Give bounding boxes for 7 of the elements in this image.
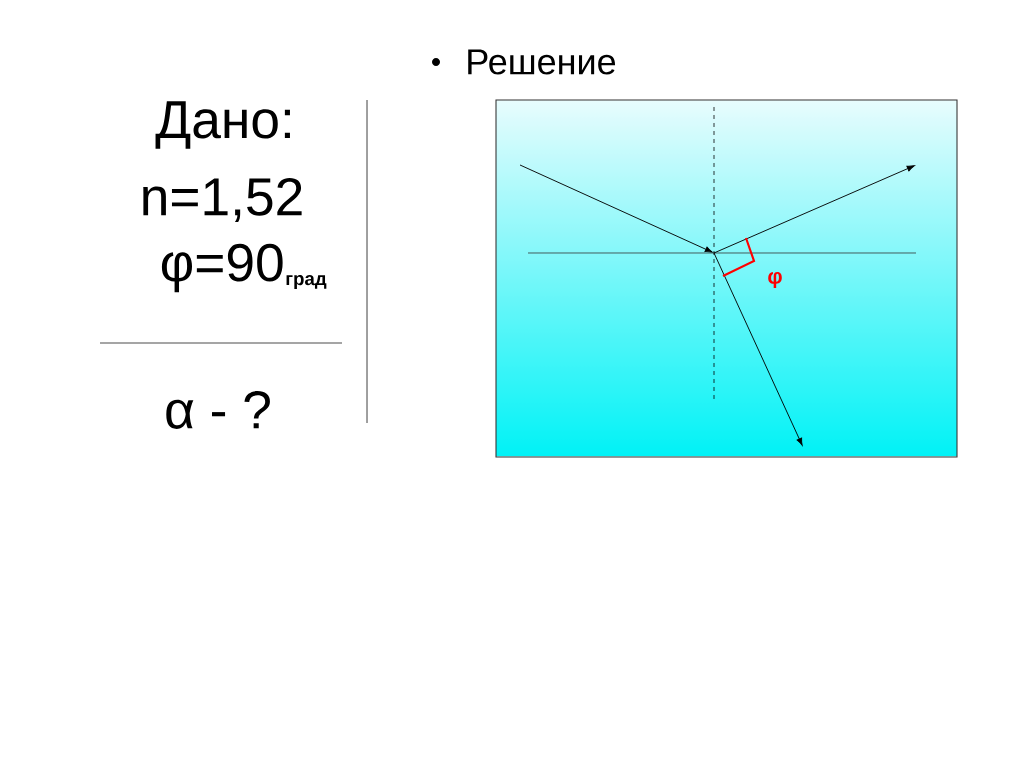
angle-label: φ xyxy=(768,272,782,288)
given-label: Дано: xyxy=(155,101,290,149)
heading: Решение xyxy=(468,49,616,75)
unit-label: град xyxy=(286,275,327,289)
given-value: φ=90 xyxy=(161,243,283,293)
given-value: n=1,52 xyxy=(143,177,302,222)
unknown-label: α - ? xyxy=(166,391,270,429)
